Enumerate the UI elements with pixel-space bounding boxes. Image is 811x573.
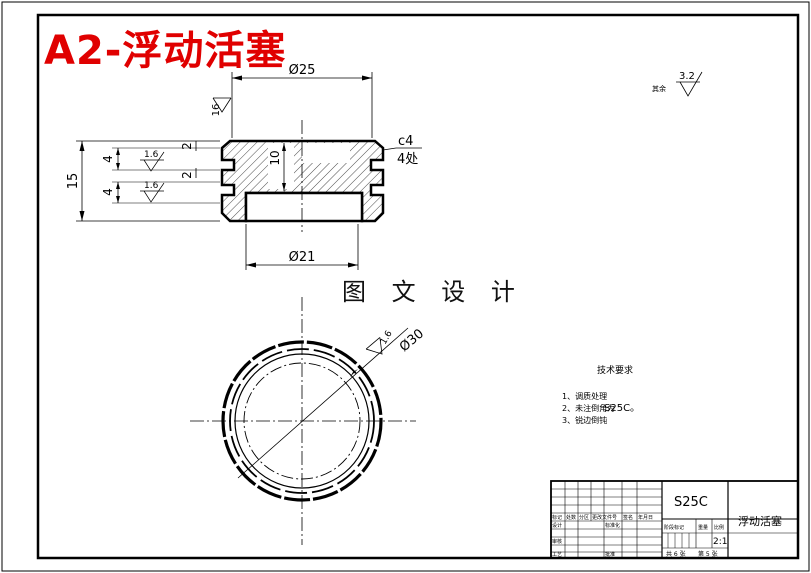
dim-groove-1: 4 xyxy=(101,155,115,163)
tb-header-1: 处数 xyxy=(566,514,576,521)
bore-circle-inner xyxy=(243,362,361,480)
chamfer-count: 4处 xyxy=(397,152,418,167)
rough-groove-2-symbol xyxy=(140,182,165,203)
watermark: 图 文 设 计 xyxy=(336,272,530,307)
groove-circle xyxy=(229,348,375,494)
tb-sheet-no: 第 5 张 xyxy=(698,550,718,558)
dim-inner-label: 10 xyxy=(268,150,282,165)
tb-approve: 批准 xyxy=(605,551,615,558)
rough-groove-1-symbol xyxy=(140,151,165,172)
rough-groove-1-label: 1.6 xyxy=(144,150,159,160)
dim-top-label: Ø25 xyxy=(289,63,316,78)
tb-header-5: 年月日 xyxy=(638,514,653,521)
dim-land-1: 2 xyxy=(180,142,194,150)
dim-height-label: 15 xyxy=(66,173,81,190)
tb-material: S25C xyxy=(674,495,708,510)
tech-material-note: S25C。 xyxy=(604,403,640,414)
chamfer-label: c4 xyxy=(398,134,413,149)
roughness-note: 其余 3.2 xyxy=(652,71,703,97)
tb-stage-label: 阶段标记 xyxy=(664,524,684,531)
dim-bottom-label: Ø21 xyxy=(289,250,316,265)
roughness-note-value: 3.2 xyxy=(679,71,695,82)
tech-item-1: 1、调质处理 xyxy=(562,391,607,401)
tb-standard: 标准化 xyxy=(605,522,620,529)
tb-weight-label: 重量 xyxy=(698,524,708,531)
tb-scale-label: 比例 xyxy=(714,524,724,531)
tb-part-name: 浮动活塞 xyxy=(738,514,782,528)
tb-header-4: 签名 xyxy=(623,514,633,521)
tb-header-0: 标记 xyxy=(552,514,562,521)
tech-item-2: 2、未注倒角为 xyxy=(562,403,615,413)
dim-land-2: 2 xyxy=(180,171,194,179)
tb-header-3: 更改文件号 xyxy=(592,514,617,521)
inner-border xyxy=(36,13,800,560)
tech-requirements: 技术要求 1、调质处理 2、未注倒角为 S25C。 3、锐边倒钝 xyxy=(562,364,640,425)
rough-groove-2-label: 1.6 xyxy=(144,181,159,191)
tb-process: 工艺 xyxy=(552,552,562,558)
title-block: 标记 处数 分区 更改文件号 签名 年月日 设计 标准化 审核 工艺 批准 S2… xyxy=(550,480,799,559)
drawing-title: A2-浮动活塞 xyxy=(44,28,287,74)
tb-design: 设计 xyxy=(552,522,562,529)
tb-review: 审核 xyxy=(552,538,562,545)
dim-groove-2: 4 xyxy=(101,188,115,196)
top-rough-label: 1.6 xyxy=(379,329,395,347)
outer-circle xyxy=(221,340,383,502)
tb-header-2: 分区 xyxy=(579,514,589,521)
bore-circle-outer xyxy=(234,353,370,489)
tb-sheets: 共 6 张 xyxy=(666,550,686,558)
front-view: Ø25 Ø21 15 4 4 2 2 xyxy=(66,63,422,270)
rough-top-label: 16 xyxy=(211,104,222,117)
top-dim-outer: Ø30 xyxy=(397,326,427,355)
top-view: Ø30 1.6 xyxy=(190,297,427,545)
inner-bore xyxy=(244,191,364,223)
tech-heading: 技术要求 xyxy=(597,364,633,376)
roughness-note-label: 其余 xyxy=(652,84,666,93)
tb-scale: 2:1 xyxy=(713,537,727,547)
tech-item-3: 3、锐边倒钝 xyxy=(562,415,607,425)
